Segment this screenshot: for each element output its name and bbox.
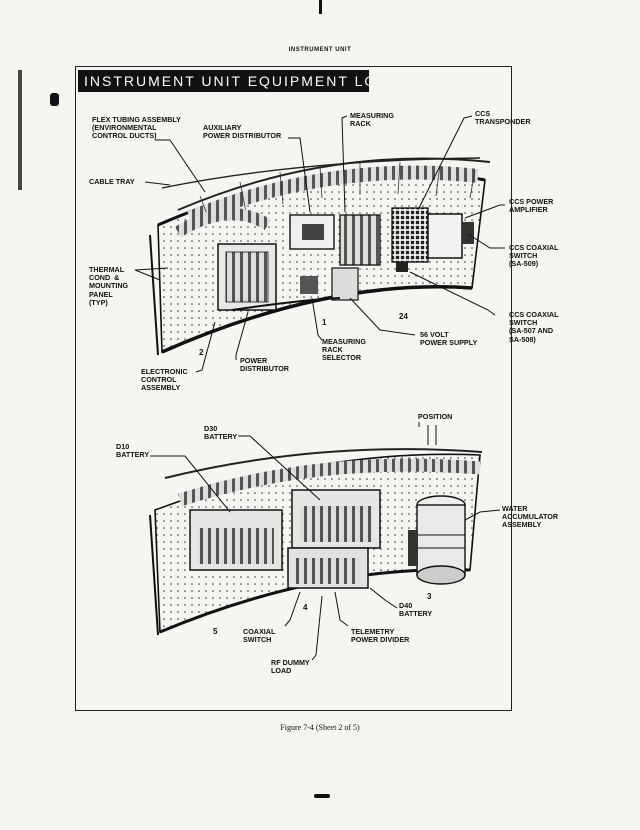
- position-number-4: 4: [303, 603, 308, 612]
- label-telemetry-power-divider: TELEMETRY POWER DIVIDER: [351, 627, 410, 645]
- label-coaxial-switch: COAXIAL SWITCH: [243, 627, 276, 645]
- label-power-distributor: POWER DISTRIBUTOR: [240, 356, 289, 374]
- label-d10-battery: D10 BATTERY: [116, 442, 150, 460]
- page-header: INSTRUMENT UNIT: [288, 47, 352, 53]
- bottom-margin-mark: [314, 794, 330, 798]
- bottom-instrument-unit-segment: [149, 448, 483, 636]
- label-ccs-transponder: CCS TRANSPONDER: [475, 109, 531, 127]
- label-electronic-control-assembly: ELECTRONIC CONTROL ASSEMBLY: [141, 367, 188, 393]
- label-position-i: POSITION I: [418, 412, 453, 430]
- position-number-3: 3: [427, 592, 432, 601]
- figure-caption: Figure 7-4 (Sheet 2 of 5): [280, 723, 360, 732]
- label-auxiliary-power-distributor: AUXILIARY POWER DISTRIBUTOR: [203, 123, 282, 141]
- label-d30-battery: D30 BATTERY: [204, 424, 238, 442]
- figure-frame: [75, 66, 512, 711]
- position-number-24: 24: [399, 312, 408, 321]
- label-cable-tray: CABLE TRAY: [89, 177, 135, 186]
- label-ccs-coaxial-switch-sa509: CCS COAXIAL SWITCH (SA-509): [509, 243, 559, 269]
- position-number-2: 2: [199, 348, 204, 357]
- top-margin-mark: [319, 0, 322, 14]
- label-thermal-cond-mounting-panel: THERMAL COND & MOUNTING PANEL (TYP): [89, 265, 129, 307]
- label-d40-battery: D40 BATTERY: [399, 601, 433, 619]
- label-measuring-rack-selector: MEASURING RACK SELECTOR: [322, 337, 366, 363]
- top-instrument-unit-segment: [149, 157, 491, 356]
- label-flex-tubing-assembly: FLEX TUBING ASSEMBLY (ENVIRONMENTAL CONT…: [92, 115, 181, 141]
- position-number-1: 1: [322, 318, 327, 327]
- label-water-accumulator-assembly: WATER ACCUMULATOR ASSEMBLY: [502, 504, 559, 530]
- label-rf-dummy-load: RF DUMMY LOAD: [271, 658, 310, 676]
- position-number-5: 5: [213, 627, 218, 636]
- figure-title-banner: INSTRUMENT UNIT EQUIPMENT LOCATIONS: [78, 70, 369, 92]
- label-56-volt-power-supply: 56 VOLT POWER SUPPLY: [420, 330, 478, 348]
- left-margin-bar: [18, 70, 22, 190]
- top-leader-lines: [134, 115, 505, 373]
- left-margin-bullet: [50, 93, 59, 106]
- bottom-leader-lines: [150, 425, 501, 661]
- label-ccs-coaxial-switch-sa507: CCS COAXIAL SWITCH (SA-507 AND SA-508): [509, 310, 559, 344]
- label-ccs-power-amplifier: CCS POWER AMPLIFIER: [509, 197, 554, 215]
- label-measuring-rack: MEASURING RACK: [350, 111, 394, 129]
